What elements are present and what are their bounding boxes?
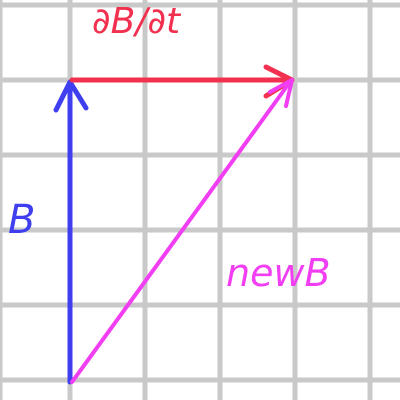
dbdt-vector-label: ∂B/∂t — [92, 1, 181, 42]
new-b-vector-shaft — [70, 80, 292, 384]
new-b-vector — [70, 78, 294, 384]
new-b-vector-arrowhead — [268, 78, 294, 108]
new-b-vector-label: newB — [226, 251, 331, 295]
b-vector-arrowhead — [53, 79, 89, 113]
b-vector-label: B — [8, 197, 36, 243]
dbdt-vector — [69, 64, 295, 99]
b-vector — [53, 79, 89, 385]
